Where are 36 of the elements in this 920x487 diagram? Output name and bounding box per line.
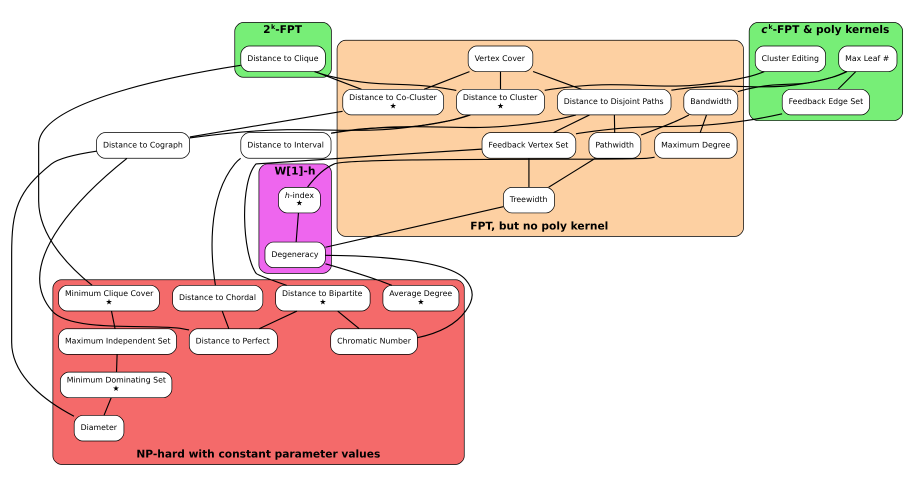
connector: [244, 148, 482, 286]
connector: [337, 310, 360, 330]
connector: [258, 310, 298, 330]
connector: [222, 310, 230, 329]
connector: [838, 71, 856, 90]
connector: [190, 110, 343, 138]
connector: [700, 114, 708, 133]
connector: [738, 71, 847, 92]
connector: [331, 114, 576, 134]
connector: [548, 158, 596, 188]
connector: [11, 150, 97, 417]
connector: [104, 398, 112, 416]
connector: [671, 71, 848, 91]
connector: [212, 158, 241, 286]
connector: [314, 71, 456, 92]
connector: [307, 156, 655, 188]
connector: [325, 206, 504, 248]
connector: [424, 71, 470, 90]
connector: [116, 354, 118, 372]
connector: [528, 158, 530, 188]
connector: [325, 254, 473, 338]
connector: [331, 114, 470, 134]
connector: [576, 113, 782, 134]
connector: [544, 71, 764, 91]
connector: [296, 212, 300, 242]
connector: [325, 263, 392, 286]
connector: [110, 310, 116, 329]
connector: [40, 158, 190, 331]
connector: [614, 114, 616, 132]
connector: [38, 64, 241, 286]
connector: [532, 70, 582, 90]
connector: [190, 114, 471, 138]
connector: [500, 72, 502, 90]
connector: [553, 114, 590, 134]
connector: [314, 71, 362, 90]
connector: [640, 114, 690, 136]
